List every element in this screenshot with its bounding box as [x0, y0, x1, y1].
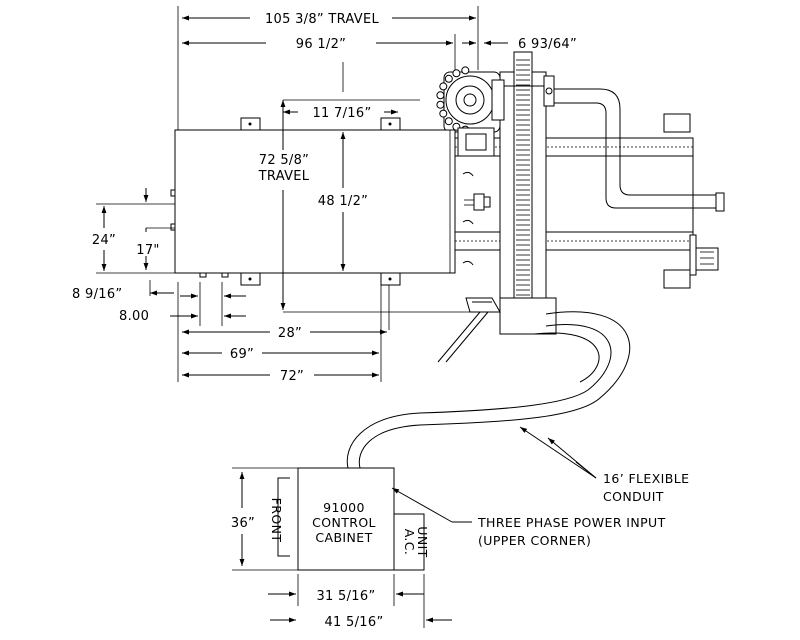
gap-11-label: 11 7/16” [312, 106, 371, 121]
power-label-line-2: (UPPER CORNER) [478, 533, 591, 548]
width-41-label: 41 5/16” [324, 615, 383, 630]
conduit-callout: 16’ FLEXIBLE CONDUIT [519, 426, 689, 504]
ac-unit-line-2: UNIT [415, 526, 430, 557]
offset-8-9-16-label: 8 9/16” [72, 287, 122, 302]
dimension-width-28: 28” [177, 282, 390, 382]
width-72-label: 72” [280, 369, 304, 384]
offset-6-label: 6 93/64” [518, 37, 577, 52]
dimension-width-31: 31 5/16” [268, 574, 424, 606]
fixture-clamps [437, 171, 501, 363]
width-31-label: 31 5/16” [316, 589, 375, 604]
height-36-label: 36” [231, 516, 255, 531]
control-cabinet: 91000 CONTROL CABINET [297, 467, 395, 571]
front-indicator: FRONT [269, 477, 290, 557]
flexible-conduit [346, 311, 631, 469]
height-24-label: 24” [92, 233, 116, 248]
dimension-width-96: 96 1/2” [182, 34, 456, 70]
spindle-head [436, 66, 505, 157]
cabinet-line-1: 91000 [323, 500, 365, 515]
power-callout: THREE PHASE POWER INPUT (UPPER CORNER) [391, 487, 666, 548]
dimension-offset-6: 6 93/64” [462, 37, 577, 52]
dimension-travel-x: 105 3/8” TRAVEL [177, 6, 479, 130]
cabinet-line-3: CABINET [315, 530, 372, 545]
front-label: FRONT [269, 498, 284, 543]
height-48-label: 48 1/2” [318, 194, 368, 209]
conduit-label-line-1: 16’ FLEXIBLE [603, 471, 689, 486]
ac-unit-line-1: A.C. [402, 529, 417, 556]
ac-unit: A.C. UNIT [393, 513, 430, 571]
dimension-height-48: 48 1/2” [318, 62, 368, 271]
dimension-travel-y: 72 5/8” TRAVEL [258, 100, 500, 313]
dimension-width-41: 41 5/16” [270, 574, 452, 630]
dimension-offset-8-00: 8.00 [119, 282, 246, 326]
width-96-label: 96 1/2” [296, 37, 346, 52]
dimension-height-36: 36” [231, 467, 298, 571]
machine-table [170, 117, 456, 286]
width-28-label: 28” [278, 326, 302, 341]
travel-x-label: 105 3/8” TRAVEL [265, 12, 380, 27]
offset-8-00-label: 8.00 [119, 309, 149, 324]
power-label-line-1: THREE PHASE POWER INPUT [477, 515, 666, 530]
cabinet-line-2: CONTROL [312, 515, 376, 530]
dimension-width-72: 72” [182, 369, 379, 384]
width-69-label: 69” [230, 347, 254, 362]
dimension-height-17: 17" [136, 188, 175, 270]
travel-y-value: 72 5/8” [259, 153, 309, 168]
travel-y-word: TRAVEL [258, 169, 310, 184]
gantry [499, 51, 557, 335]
dimension-height-24: 24” [92, 203, 175, 274]
dimension-width-69: 69” [182, 347, 379, 362]
air-pipe [530, 88, 725, 212]
height-17-label: 17" [136, 243, 159, 258]
dimension-gap-11: 11 7/16” [283, 99, 420, 121]
conduit-label-line-2: CONDUIT [603, 489, 664, 504]
dimension-offset-8-9-16: 8 9/16” [72, 280, 174, 302]
